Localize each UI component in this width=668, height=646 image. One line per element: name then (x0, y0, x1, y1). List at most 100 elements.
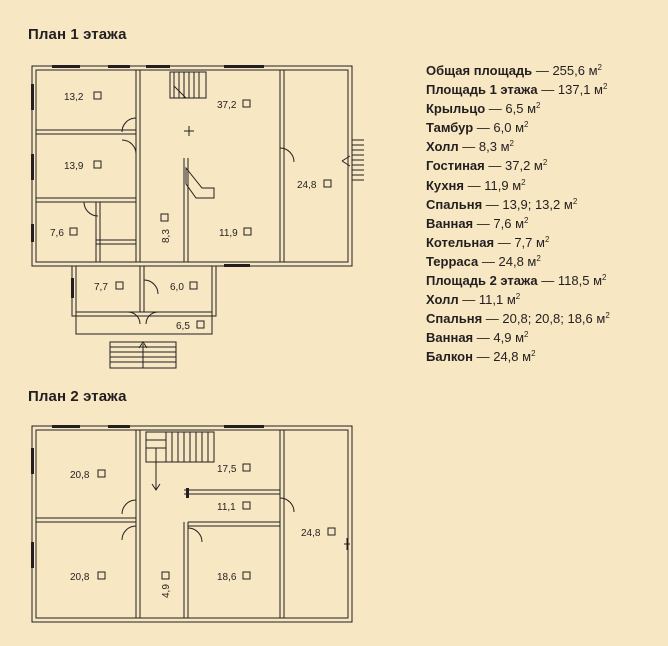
floor2-stairs (145, 431, 215, 491)
area-mark-icon (242, 571, 251, 580)
legend-row: Гостиная — 37,2 м2 (426, 156, 662, 175)
area-mark-icon (327, 527, 336, 536)
area-mark-icon (242, 501, 251, 510)
wall-v4 (95, 202, 101, 262)
room-label-11-1: 11,1 (217, 502, 236, 513)
floor2-room-labels: 20,8 17,5 11,1 24,8 20,8 4,9 18,6 (70, 463, 336, 598)
legend-row: Кухня — 11,9 м2 (426, 176, 662, 195)
legend-separator: — (541, 273, 555, 289)
legend-sup: 2 (524, 330, 529, 340)
legend-separator: — (462, 139, 476, 155)
room-label-20-8-b: 20,8 (70, 572, 90, 583)
room-label-37-2: 37,2 (217, 100, 237, 111)
legend-value: 13,9; 13,2 м (502, 196, 573, 212)
legend-row: Спальня — 13,9; 13,2 м2 (426, 195, 662, 214)
legend-value: 37,2 м (505, 158, 543, 174)
room-label-13-2: 13,2 (64, 92, 84, 103)
legend-label: Тамбур (426, 120, 474, 136)
area-mark-icon (242, 463, 251, 472)
legend-separator: — (485, 311, 499, 327)
door-arc (145, 311, 159, 325)
legend-value: 24,8 м (493, 349, 532, 365)
legend-separator: — (476, 215, 490, 231)
room-label-7-6: 7,6 (50, 228, 64, 239)
room-label-18-6: 18,6 (217, 572, 237, 583)
floor1-stairs (169, 71, 207, 99)
legend-label: Ванная (426, 215, 474, 231)
legend-separator: — (485, 196, 499, 212)
legend-value: 7,7 м (514, 234, 545, 250)
legend-separator: — (535, 63, 549, 78)
legend-label: Котельная (426, 234, 495, 250)
area-mark-icon (196, 320, 205, 329)
legend-sup: 2 (531, 349, 536, 359)
wall-h1 (36, 129, 136, 135)
legend-separator: — (476, 120, 490, 136)
wall-h3 (96, 239, 136, 245)
room-label-6-0: 6,0 (170, 282, 184, 293)
room-label-4-9: 4,9 (161, 584, 172, 598)
legend-separator: — (488, 101, 502, 117)
area-mark-icon (93, 91, 102, 100)
legend-value: 255,6 м (552, 63, 598, 78)
arrow-icon (341, 155, 351, 167)
terrace-stairs (351, 139, 364, 181)
legend-label: Холл (426, 139, 459, 155)
door-arc (279, 497, 295, 513)
wall-v2 (279, 430, 285, 618)
wall-v1 (135, 70, 141, 262)
door-arc (83, 201, 99, 217)
legend-label: Спальня (426, 196, 483, 212)
wall-v3 (183, 522, 189, 618)
area-mark-icon (115, 281, 124, 290)
legend-value: 4,9 м (493, 330, 525, 346)
legend-sup: 2 (515, 292, 521, 302)
legend-label: Площадь 2 этажа (426, 273, 538, 289)
legend-sup: 2 (509, 139, 514, 149)
area-legend: Общая площадь — 255,6 м2 Площадь 1 этажа… (426, 61, 662, 367)
legend-row: Общая площадь — 255,6 м2 (426, 61, 662, 80)
wall-v3 (183, 158, 189, 262)
legend-row: Площадь 2 этажа — 118,5 м2 (426, 271, 662, 290)
wall-h3 (184, 489, 280, 495)
door-arc (279, 147, 295, 163)
legend-sup: 2 (544, 234, 550, 244)
legend-row: Котельная — 7,7 м2 (426, 233, 662, 252)
legend-sup: 2 (597, 63, 602, 72)
legend-row: Холл — 11,1 м2 (426, 290, 662, 309)
legend-separator: — (462, 292, 476, 308)
legend-sup: 2 (536, 253, 541, 263)
legend-sup: 2 (521, 177, 526, 187)
legend-value: 6,0 м (493, 120, 525, 136)
porch-stairs (109, 341, 177, 369)
legend-label: Кухня (426, 177, 464, 193)
wall-v2 (279, 70, 285, 262)
wall-h2 (36, 197, 136, 203)
legend-value: 20,8; 20,8; 18,6 м (502, 311, 606, 327)
legend-separator: — (476, 330, 490, 346)
floor1-inner-wall (35, 69, 349, 263)
legend-sup: 2 (536, 101, 541, 111)
area-mark-icon (97, 469, 106, 478)
legend-value: 24,8 м (498, 253, 537, 269)
floor2-windows (31, 425, 264, 568)
legend-label: Терраса (426, 253, 479, 269)
legend-label: Ванная (426, 330, 474, 346)
legend-sup: 2 (524, 215, 529, 225)
floor2-outer-wall (31, 425, 353, 623)
legend-separator: — (541, 82, 555, 98)
area-mark-icon (243, 227, 252, 236)
legend-separator: — (476, 349, 490, 365)
center-cross-icon (184, 126, 194, 136)
floor2-inner-wall (35, 429, 349, 619)
door-arc (121, 117, 137, 133)
legend-sup: 2 (542, 158, 548, 168)
floor1-room-labels: 13,2 37,2 13,9 24,8 7,6 8,3 11,9 7,7 6,0… (50, 91, 332, 332)
area-mark-icon (242, 99, 251, 108)
wall-h2 (188, 521, 280, 527)
floor1-porch-outline (75, 312, 213, 335)
legend-label: Холл (426, 292, 459, 308)
legend-separator: — (481, 253, 495, 269)
area-mark-icon (323, 179, 332, 188)
balcony-mark-icon (344, 538, 350, 550)
